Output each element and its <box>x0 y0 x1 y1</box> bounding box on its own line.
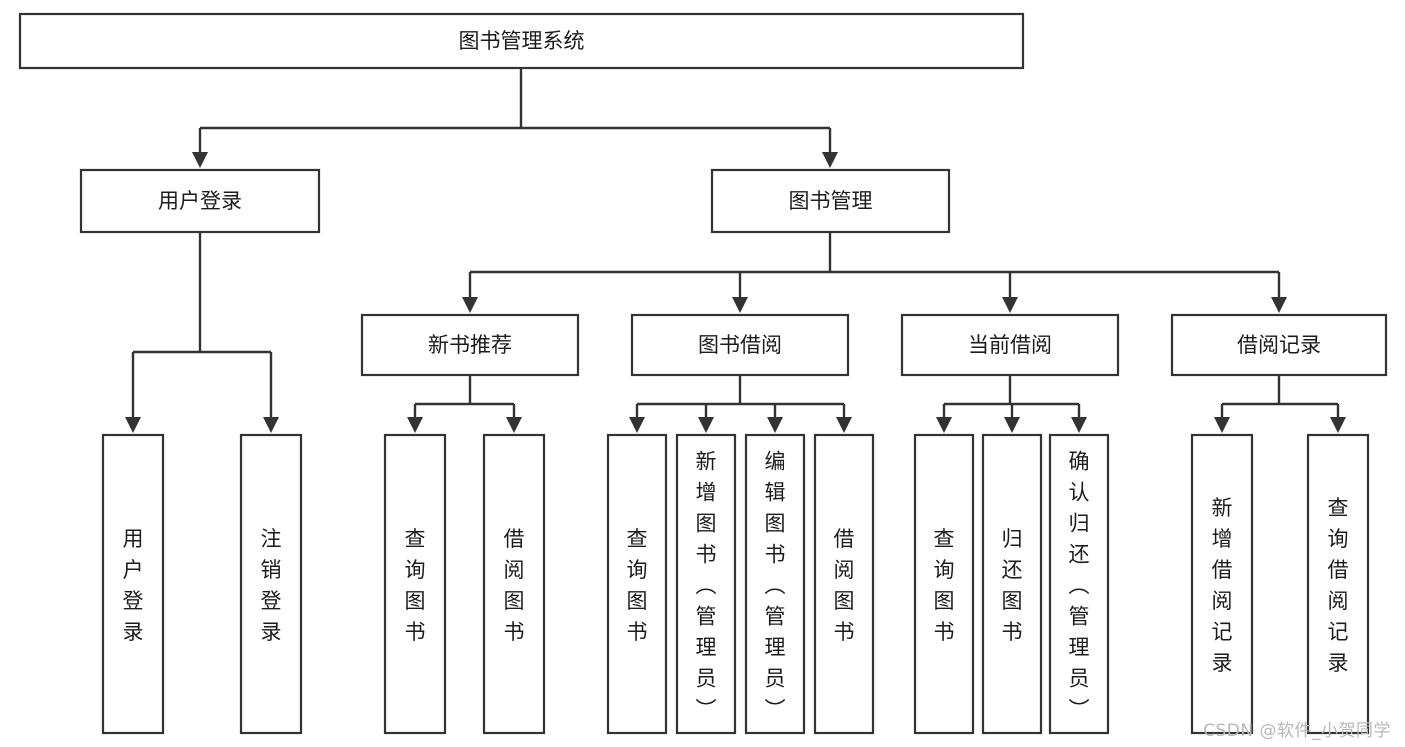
node-leaf-confirm-return-admin[interactable]: 确认归还︵管理员︶ <box>1048 433 1110 735</box>
connector-elbow-current-borrow <box>936 375 1087 433</box>
node-label: 用户登录 <box>123 527 144 644</box>
node-label: 图书借阅 <box>698 333 782 357</box>
connector-layer <box>125 68 1346 433</box>
node-book-borrow[interactable]: 图书借阅 <box>630 313 850 377</box>
node-leaf-add-book-admin[interactable]: 新增图书︵管理员︶ <box>675 433 737 735</box>
node-label: 查询图书 <box>627 527 648 644</box>
node-leaf-return-book[interactable]: 归还图书 <box>981 433 1043 735</box>
connector-elbow-new-book <box>407 375 522 433</box>
node-borrow-record[interactable]: 借阅记录 <box>1170 313 1388 377</box>
node-label: 注销登录 <box>261 527 282 644</box>
node-label: 查询图书 <box>934 527 955 644</box>
node-leaf-borrow-book-1[interactable]: 借阅图书 <box>482 433 546 735</box>
node-leaf-borrow-book-2[interactable]: 借阅图书 <box>813 433 875 735</box>
node-layer: 图书管理系统用户登录图书管理新书推荐图书借阅当前借阅借阅记录用户登录注销登录查询… <box>18 12 1388 735</box>
node-label: 当前借阅 <box>968 333 1052 357</box>
node-current-borrow[interactable]: 当前借阅 <box>900 313 1120 377</box>
node-label: 查询图书 <box>405 527 426 644</box>
node-book-manage[interactable]: 图书管理 <box>710 168 951 234</box>
node-label: 借阅记录 <box>1237 333 1321 357</box>
node-label: 查询借阅记录 <box>1328 496 1349 675</box>
node-root[interactable]: 图书管理系统 <box>18 12 1025 70</box>
connector-elbow-root <box>192 68 838 168</box>
connector-elbow-book-manage <box>462 232 1287 313</box>
node-label: 借阅图书 <box>834 527 855 644</box>
node-label: 新增借阅记录 <box>1212 496 1233 675</box>
node-label: 图书管理系统 <box>459 29 585 53</box>
node-user-login[interactable]: 用户登录 <box>79 168 321 234</box>
node-label: 新书推荐 <box>428 333 512 357</box>
node-leaf-edit-book-admin[interactable]: 编辑图书︵管理员︶ <box>744 433 806 735</box>
node-leaf-user-login[interactable]: 用户登录 <box>101 433 165 735</box>
node-leaf-query-book-1[interactable]: 查询图书 <box>383 433 447 735</box>
node-new-book-recommend[interactable]: 新书推荐 <box>360 313 580 377</box>
connector-elbow-book-borrow <box>629 375 852 433</box>
node-leaf-query-book-2[interactable]: 查询图书 <box>606 433 668 735</box>
node-label: 归还图书 <box>1002 527 1023 644</box>
node-label: 图书管理 <box>789 189 873 213</box>
node-leaf-add-borrow-record[interactable]: 新增借阅记录 <box>1190 433 1254 735</box>
node-label: 新增图书︵管理员︶ <box>696 450 717 722</box>
node-label: 借阅图书 <box>504 527 525 644</box>
node-label: 用户登录 <box>158 189 242 213</box>
node-leaf-query-book-3[interactable]: 查询图书 <box>913 433 975 735</box>
node-label: 编辑图书︵管理员︶ <box>765 450 786 722</box>
node-label: 确认归还︵管理员︶ <box>1069 450 1090 722</box>
node-leaf-user-logout[interactable]: 注销登录 <box>239 433 303 735</box>
connector-elbow-user-login <box>125 232 279 433</box>
node-leaf-query-borrow-record[interactable]: 查询借阅记录 <box>1306 433 1370 735</box>
connector-elbow-borrow-record <box>1214 375 1346 433</box>
